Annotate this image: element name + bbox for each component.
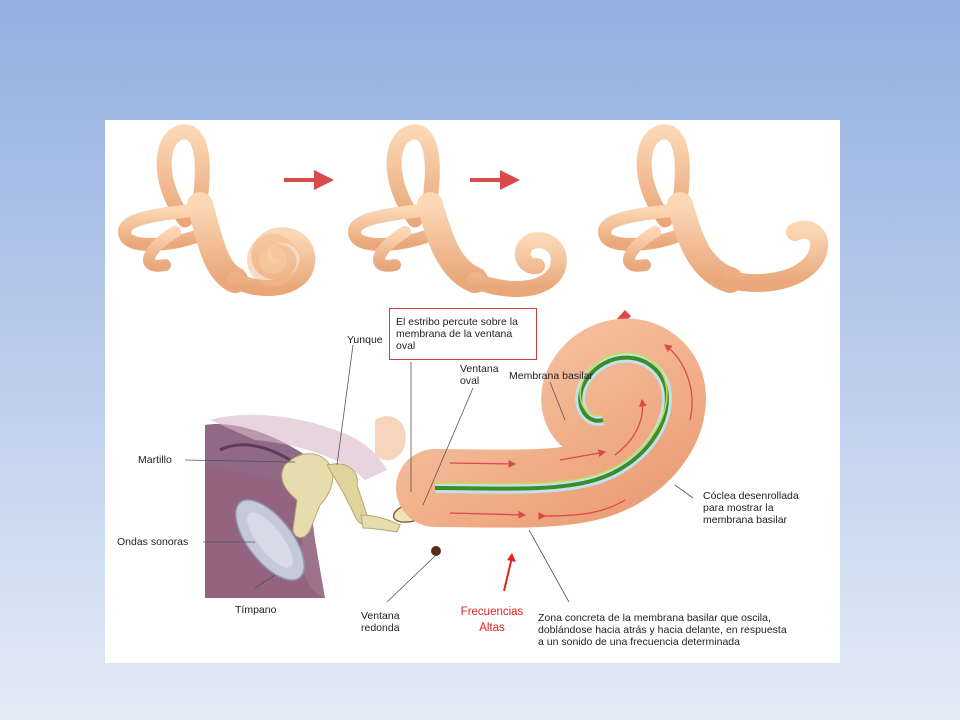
- label-martillo: Martillo: [138, 454, 172, 466]
- cochlea-uncoiled: [396, 318, 706, 528]
- high-frequency-arrow: [503, 556, 513, 592]
- inner-ear-partial: [348, 124, 567, 297]
- label-yunque: Yunque: [347, 334, 383, 346]
- label-membrana-basilar: Membrana basilar: [509, 370, 594, 382]
- label-coclea: Cóclea desenrollada para mostrar la memb…: [703, 490, 799, 526]
- label-zona-concreta: Zona concreta de la membrana basilar que…: [538, 612, 787, 648]
- callout-stapes: El estribo percute sobre la membrana de …: [389, 308, 537, 360]
- leader-lines: [184, 344, 694, 603]
- label-ventana-oval: Ventana oval: [460, 363, 499, 387]
- cochlea-illustration: [118, 124, 829, 603]
- inner-ear-coiled-fill: [247, 234, 299, 286]
- label-timpano: Tímpano: [235, 604, 277, 616]
- ossicles: [281, 416, 406, 538]
- progress-arrow-1: [284, 170, 334, 190]
- label-frecuencias-altas: Frecuencias Altas: [460, 606, 524, 634]
- label-ventana-redonda: Ventana redonda: [361, 610, 400, 634]
- label-ondas-sonoras: Ondas sonoras: [117, 536, 189, 548]
- round-window: [431, 546, 441, 556]
- progress-arrow-2: [470, 170, 520, 190]
- inner-ear-uncoiled: [598, 124, 829, 293]
- cochlea-figure: Yunque El estribo percute sobre la membr…: [105, 120, 840, 663]
